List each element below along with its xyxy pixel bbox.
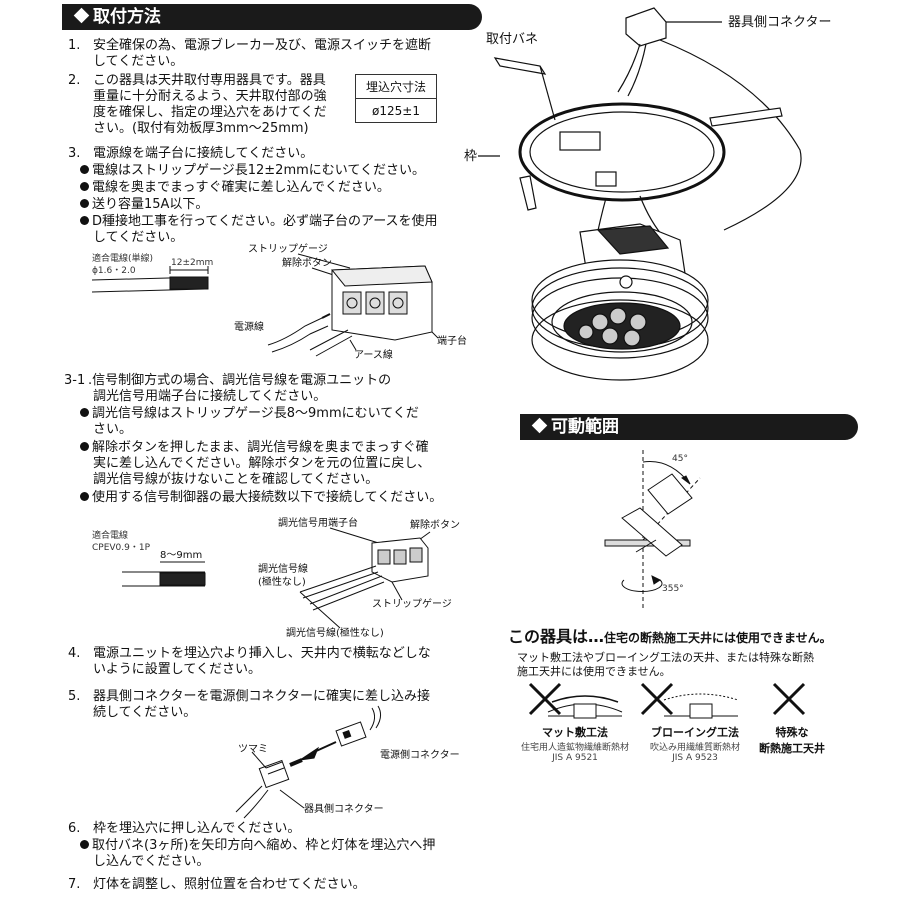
step4-line1: 電源ユニットを埋込穴より挿入し、天井内で横転などしな [93, 646, 431, 661]
fig1-strip-length: 12±2mm [171, 258, 214, 268]
step7-number: 7. [68, 877, 81, 892]
fig2-strip-gauge-label: ストリップゲージ [372, 599, 452, 610]
step2-line3: 度を確保し、指定の埋込穴をあけてくだ [93, 105, 327, 120]
fig1-terminal-block-label: 端子台 [437, 336, 467, 347]
step4-line2: いように設置してください。 [93, 662, 261, 677]
frame-label: 枠 [464, 149, 478, 164]
insulation-icons [528, 682, 806, 719]
blowing-method-item: ブローイング工法 吹込み用繊維質断熱材 JIS A 9523 [636, 724, 754, 763]
step3-bullet4-cont: してください。 [93, 230, 184, 245]
step31-number: 3-1 [64, 373, 86, 388]
fig2-release-button-label: 解除ボタン [410, 520, 460, 531]
step31-line1: .信号制御方式の場合、調光信号線を電源ユニットの [88, 373, 392, 388]
fig2-signal-terminal-label: 調光信号用端子台 [278, 518, 358, 529]
install-header: 取付方法 [62, 4, 482, 30]
fig1-release-button-label: 解除ボタン [282, 258, 332, 269]
step31-bullet2-cont1: 実に差し込んでください。解除ボタンを元の位置に戻し、 [93, 456, 431, 471]
movable-range-header: 可動範囲 [520, 414, 858, 440]
signal-terminal-illustration [122, 527, 431, 629]
special-method-label1: 特殊な [775, 726, 809, 739]
step31-bullet1-cont: さい。 [93, 422, 133, 437]
step3-bullet4: D種接地工事を行ってください。必ず端子台のアースを使用 [80, 214, 438, 230]
blowing-method-label: ブローイング工法 [651, 726, 739, 739]
step31-bullet3: 使用する信号制御器の最大接続数以下で接続してください。 [80, 490, 442, 506]
bullet-icon [80, 840, 89, 849]
step31-line2: 調光信号用端子台に接続してください。 [93, 389, 327, 404]
fig1-strip-gauge-label: ストリップゲージ [248, 244, 328, 255]
fig2-signal-wire-label: 調光信号線 [258, 564, 308, 575]
step2-line2: 重量に十分耐えるよう、天井取付部の強 [93, 89, 327, 104]
bullet-icon [80, 442, 89, 451]
step6-bullet-cont: し込んでください。 [93, 854, 210, 869]
movable-range-diagram [604, 450, 701, 610]
step5-line1: 器具側コネクターを電源側コネクターに確実に差し込み接 [93, 689, 430, 704]
fig2-signal-wire-bottom-label: 調光信号線(極性なし) [286, 628, 384, 639]
special-method-label2: 断熱施工天井 [759, 742, 825, 755]
step31-bullet2-cont2: 調光信号線が抜けないことを確認してください。 [93, 472, 379, 487]
rotation-angle-label: 355° [662, 584, 684, 594]
mat-method-item: マット敷工法 住宅用人造鉱物繊維断熱材 JIS A 9521 [510, 724, 640, 763]
step1-number: 1. [68, 38, 81, 53]
fig3-fixture-connector-label: 器具側コネクター [304, 804, 384, 815]
fig2-polarity-label: (極性なし) [258, 577, 306, 588]
step3-bullet1: 電線はストリップゲージ長12±2mmにむいてください。 [80, 163, 425, 179]
step31-bullet2: 解除ボタンを押したまま、調光信号線を奥までまっすぐ確 [80, 440, 429, 456]
spring-label: 取付バネ [486, 32, 539, 47]
step1-line2: してください。 [93, 54, 184, 69]
hole-size-value: ø125±1 [354, 98, 438, 123]
fig3-power-connector-label: 電源側コネクター [380, 750, 460, 761]
fig2-wire-size: CPEV0.9・1P [92, 543, 151, 553]
step2-line4: さい。(取付有効板厚3mm〜25mm) [93, 121, 309, 136]
step5-number: 5. [68, 689, 81, 704]
bullet-icon [80, 199, 89, 208]
step2-number: 2. [68, 73, 81, 88]
step4-number: 4. [68, 646, 81, 661]
connector-illustration [235, 705, 382, 819]
fixture-connector-label: 器具側コネクター [728, 15, 832, 30]
mat-method-sub2: JIS A 9521 [552, 753, 598, 763]
blowing-method-sub1: 吹込み用繊維質断熱材 [649, 743, 740, 753]
step7-title: 灯体を調整し、照射位置を合わせてください。 [93, 877, 366, 892]
warning-title-main: この器具は… [508, 627, 605, 646]
fixture-illustration [478, 7, 802, 381]
fig3-knob-label: ツマミ [238, 744, 268, 755]
blowing-method-sub2: JIS A 9523 [672, 753, 718, 763]
bullet-icon [80, 165, 89, 174]
step3-title: 電源線を端子台に接続してください。 [93, 146, 314, 161]
bullet-icon [80, 216, 89, 225]
step31-bullet1: 調光信号線はストリップゲージ長8〜9mmにむいてくだ [80, 406, 419, 422]
bullet-icon [80, 408, 89, 417]
bullet-icon [80, 182, 89, 191]
warning-title-rest: 住宅の断熱施工天井には使用できません。 [604, 631, 832, 645]
fig1-earth-wire-label: アース線 [354, 350, 393, 361]
hole-size-table: 埋込穴寸法 ø125±1 [354, 74, 438, 123]
fig2-wire-spec: 適合電線 [92, 531, 129, 541]
bullet-icon [80, 492, 89, 501]
terminal-block-illustration [91, 253, 439, 357]
fig1-wire-spec: 適合電線(単線) [92, 254, 154, 264]
fig1-power-wire-label: 電源線 [234, 322, 264, 333]
step3-bullet2: 電線を奥までまっすぐ確実に差し込んでください。 [80, 180, 390, 196]
special-method-item: 特殊な 断熱施工天井 [752, 724, 832, 756]
step2-line1: この器具は天井取付専用器具です。器具 [93, 73, 326, 88]
step5-line2: 続してください。 [93, 705, 197, 720]
warning-line1: マット敷工法やブローイング工法の天井、または特殊な断熱 [517, 651, 814, 664]
step3-number: 3. [68, 146, 81, 161]
step3-bullet3: 送り容量15A以下。 [80, 197, 208, 213]
step6-bullet: 取付バネ(3ヶ所)を矢印方向へ縮め、枠と灯体を埋込穴へ押 [80, 838, 435, 854]
mat-method-label: マット敷工法 [542, 726, 608, 739]
fig2-strip-length: 8〜9mm [160, 550, 203, 561]
step6-title: 枠を埋込穴に押し込んでください。 [93, 821, 301, 836]
step6-number: 6. [68, 821, 81, 836]
fig1-wire-size: ϕ1.6・2.0 [92, 266, 136, 276]
warning-title: この器具は…住宅の断熱施工天井には使用できません。 [508, 623, 832, 647]
warning-line2: 施工天井には使用できません。 [517, 665, 671, 678]
mat-method-sub1: 住宅用人造鉱物繊維断熱材 [520, 743, 629, 753]
tilt-angle-label: 45° [672, 454, 688, 464]
step1-line1: 安全確保の為、電源ブレーカー及び、電源スイッチを遮断 [93, 38, 432, 53]
